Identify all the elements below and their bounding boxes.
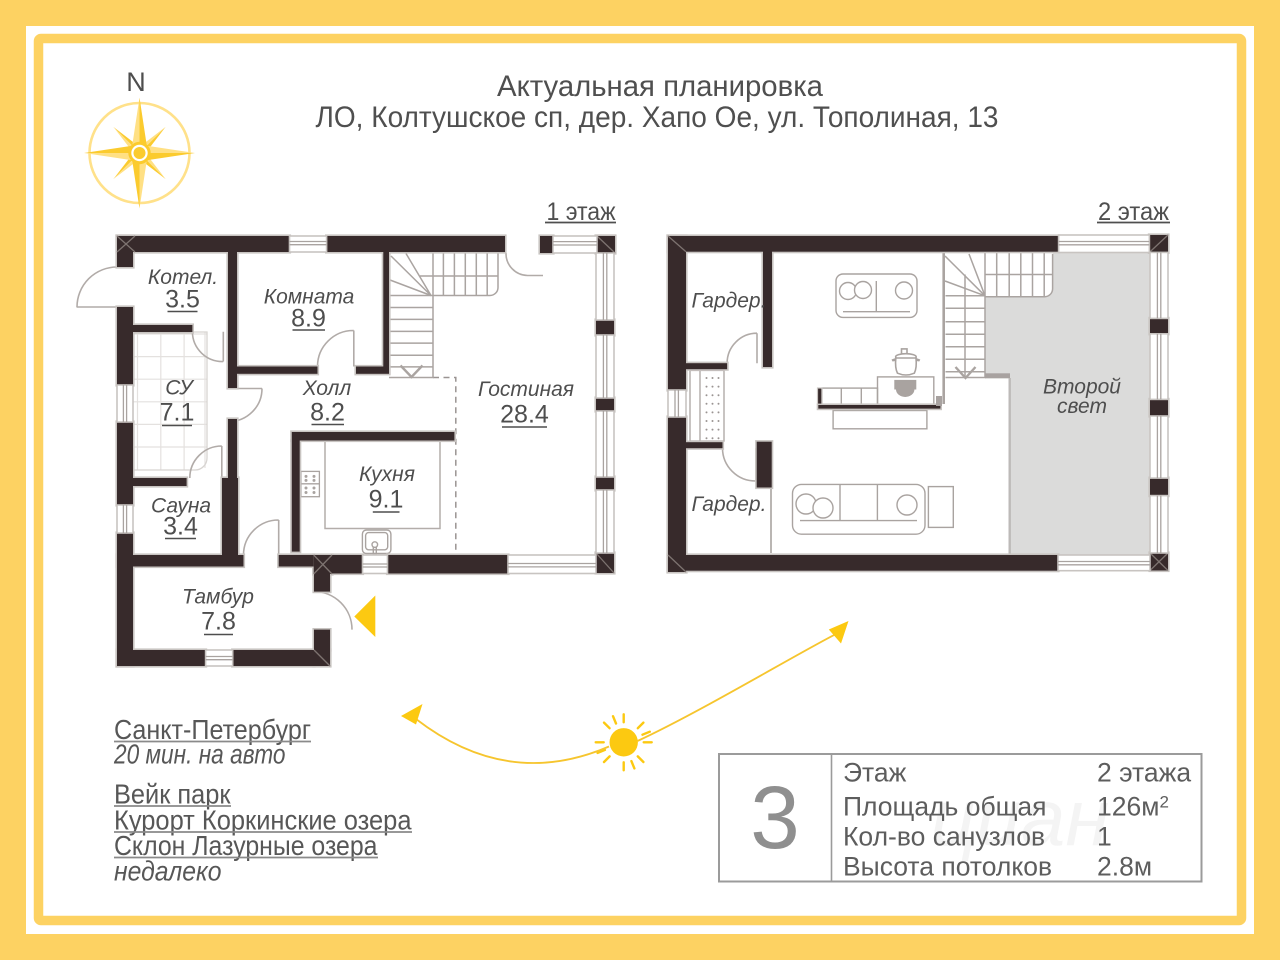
svg-text:2.8м: 2.8м — [1097, 852, 1152, 882]
svg-text:126м2: 126м2 — [1097, 792, 1169, 822]
svg-text:Котел.: Котел. — [148, 266, 218, 289]
svg-text:Гардер.: Гардер. — [692, 493, 767, 516]
svg-text:свет: свет — [1057, 395, 1107, 418]
svg-text:3.5: 3.5 — [165, 286, 200, 314]
svg-text:3.4: 3.4 — [163, 513, 198, 541]
svg-text:28.4: 28.4 — [500, 401, 549, 429]
svg-text:7.8: 7.8 — [201, 608, 236, 636]
svg-text:Гостиная: Гостиная — [478, 378, 574, 401]
svg-text:8.2: 8.2 — [310, 399, 345, 427]
svg-text:Санкт-Петербург: Санкт-Петербург — [114, 714, 311, 745]
svg-text:N: N — [126, 67, 146, 97]
svg-text:Склон Лазурные озера: Склон Лазурные озера — [114, 830, 378, 861]
svg-text:Кол-во санузлов: Кол-во санузлов — [843, 822, 1045, 852]
svg-text:20 мин. на авто: 20 мин. на авто — [113, 739, 285, 770]
svg-text:СУ: СУ — [165, 377, 195, 400]
svg-text:Комната: Комната — [264, 286, 355, 309]
svg-text:8.9: 8.9 — [291, 305, 326, 333]
svg-text:Гардер.: Гардер. — [692, 290, 767, 313]
svg-text:циан: циан — [931, 773, 1110, 862]
svg-text:Этаж: Этаж — [843, 758, 907, 788]
svg-text:недалеко: недалеко — [114, 856, 222, 887]
svg-text:Холл: Холл — [302, 377, 352, 400]
svg-text:Высота потолков: Высота потолков — [843, 852, 1052, 882]
svg-text:2 этажа: 2 этажа — [1097, 758, 1191, 788]
svg-text:1: 1 — [1097, 822, 1112, 852]
svg-text:Кухня: Кухня — [359, 463, 415, 486]
svg-text:3: 3 — [750, 767, 800, 867]
svg-text:9.1: 9.1 — [369, 486, 404, 514]
svg-text:Площадь общая: Площадь общая — [843, 792, 1047, 822]
svg-text:Вейк парк: Вейк парк — [114, 779, 231, 810]
svg-text:Второй: Второй — [1043, 376, 1121, 399]
svg-text:Актуальная планировка: Актуальная планировка — [497, 70, 823, 103]
svg-text:Сауна: Сауна — [151, 495, 211, 518]
svg-text:1 этаж: 1 этаж — [547, 198, 616, 226]
svg-text:Курорт Коркинские озера: Курорт Коркинские озера — [114, 805, 412, 836]
svg-text:Тамбур: Тамбур — [182, 586, 254, 609]
svg-text:7.1: 7.1 — [160, 399, 195, 427]
svg-text:2 этаж: 2 этаж — [1098, 198, 1169, 226]
svg-text:ЛО, Колтушское сп, дер. Хапо О: ЛО, Колтушское сп, дер. Хапо Ое, ул. Топ… — [316, 101, 999, 134]
